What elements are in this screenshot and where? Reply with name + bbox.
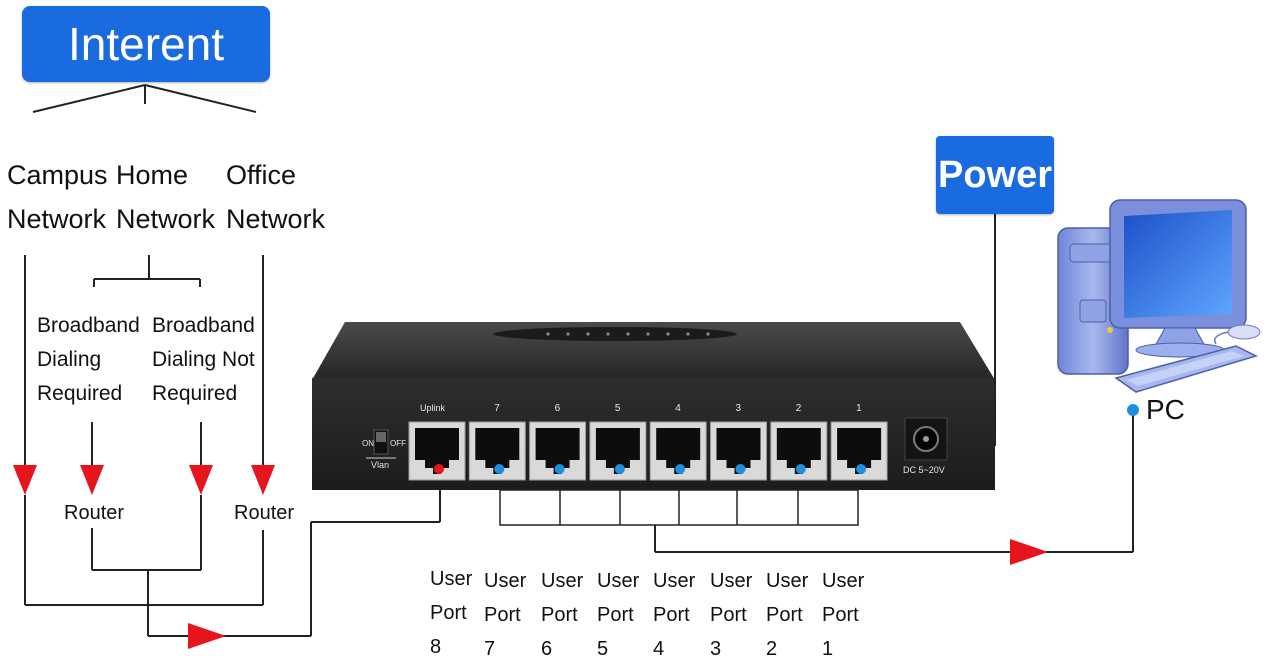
user-port-label: User Port 7	[484, 570, 527, 660]
internet-title: Interent	[68, 18, 224, 70]
port-number-label: 6	[554, 403, 561, 414]
rj45-port	[770, 421, 828, 481]
feed-lines	[24, 255, 264, 470]
home-network-bracket	[93, 255, 201, 287]
source-campus-label: Campus Network	[7, 160, 108, 234]
pc-illustration	[1057, 199, 1261, 393]
port-led	[675, 464, 686, 474]
rj45-ports	[408, 421, 888, 481]
network-switch	[312, 322, 995, 490]
port-led	[494, 464, 505, 474]
port-number-label: 4	[675, 403, 681, 414]
broadband-not-required-label: Broadband Dialing Not Required	[152, 314, 255, 405]
vlan-off-label: OFF	[390, 439, 406, 448]
port-led	[856, 464, 867, 474]
uplink-led	[434, 464, 444, 474]
source-office-label: Office Network	[226, 160, 326, 234]
down-arrow-broadband-required	[80, 465, 104, 495]
broadband-required: Broadband Dialing Required	[37, 309, 147, 411]
down-arrow-broadband-not-required	[189, 465, 213, 495]
user-port-label: User Port 1	[822, 570, 865, 660]
rj45-port	[710, 421, 767, 481]
pc-screen	[1124, 210, 1232, 318]
port-led	[614, 464, 625, 474]
vlan-on-label: ON	[362, 439, 374, 448]
port-number-label: 3	[735, 403, 742, 414]
internet-title-box: Interent	[22, 6, 270, 82]
switch-top	[312, 322, 995, 380]
down-arrow-office	[251, 465, 275, 495]
rj45-port	[649, 421, 707, 481]
right-arrow-pc	[1010, 539, 1048, 565]
user-port-label: User Port 4	[653, 570, 696, 660]
rj45-port	[830, 421, 888, 481]
uplink-path-lines	[24, 470, 441, 637]
pc-label: PC	[1146, 394, 1185, 425]
user-port-label: User Port 8	[430, 568, 473, 658]
uplink-port	[408, 421, 466, 481]
broadband-not-required: Broadband Dialing Not Required	[152, 309, 262, 411]
power-box: Power	[936, 136, 1054, 214]
broadband-required-label: Broadband Dialing Required	[37, 314, 140, 405]
source-home: Home Network	[116, 153, 220, 241]
dc-label: DC 5~20V	[903, 465, 945, 475]
router-office: Router	[234, 502, 295, 524]
user-port-label: User Port 2	[766, 570, 809, 660]
right-arrow-uplink	[188, 623, 226, 649]
port-led	[795, 464, 806, 474]
source-home-label: Home Network	[116, 160, 216, 234]
rj45-port	[529, 421, 587, 481]
router-home: Router	[64, 502, 125, 524]
top-tree-connector	[32, 84, 257, 113]
user-port-label: User Port 3	[710, 570, 753, 660]
uplink-label: Uplink	[420, 403, 446, 413]
port-number-label: 2	[795, 403, 802, 414]
power-line	[947, 213, 996, 447]
source-campus: Campus Network	[7, 153, 117, 241]
pc-mouse	[1227, 324, 1261, 340]
down-arrows	[13, 465, 275, 495]
user-port-bracket	[499, 489, 859, 526]
user-port-label: User Port 5	[597, 570, 640, 660]
switch-led-strip	[493, 327, 737, 341]
power-label: Power	[937, 153, 1053, 196]
pc-connection-dot	[1127, 404, 1139, 416]
rj45-port	[589, 421, 647, 481]
pc-path-lines	[654, 412, 1134, 553]
port-number-label: 7	[494, 403, 500, 414]
port-number-label: 1	[856, 403, 862, 414]
user-port-label: User Port 6	[541, 570, 584, 660]
vlan-label: Vlan	[371, 460, 390, 470]
port-number-label: 5	[614, 403, 621, 414]
down-arrow-campus	[13, 465, 37, 495]
port-led	[554, 464, 565, 474]
port-led	[735, 464, 746, 474]
rj45-port	[468, 421, 526, 481]
source-office: Office Network	[226, 153, 326, 241]
